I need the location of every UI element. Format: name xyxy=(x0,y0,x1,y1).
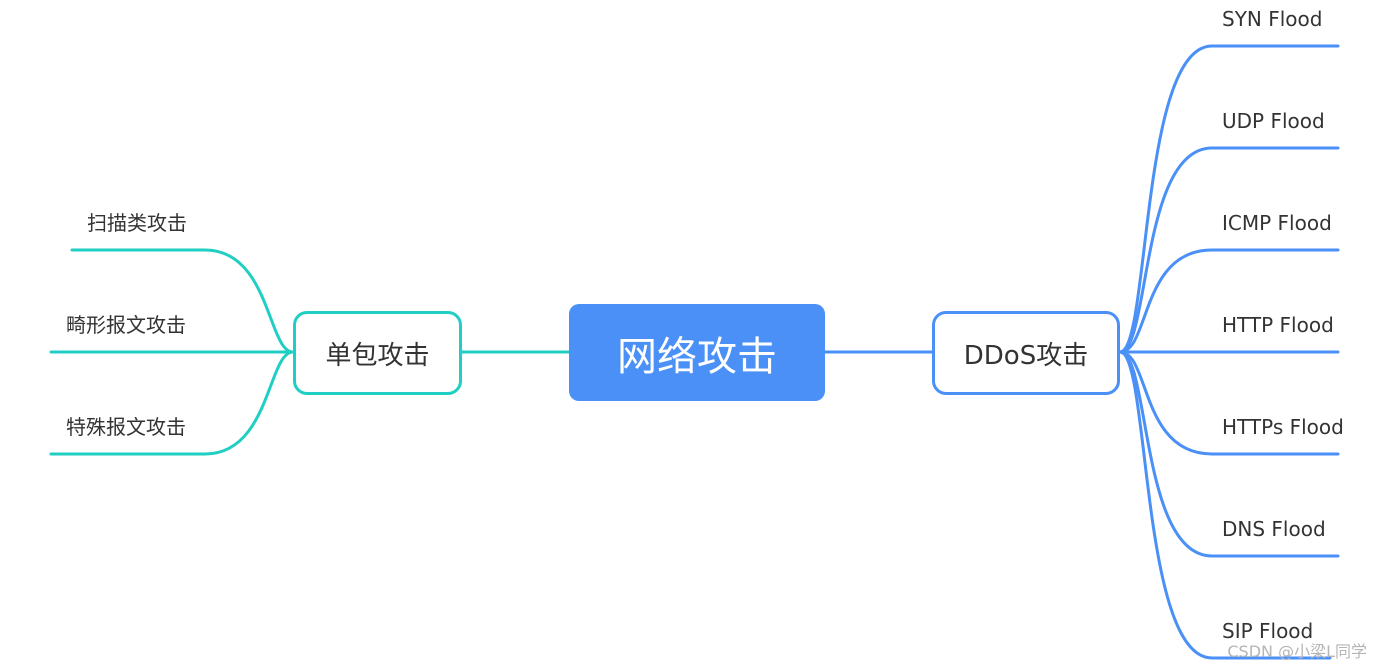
connector-right-leaf-4 xyxy=(1118,350,1340,456)
connector-right-leaf-1 xyxy=(1118,146,1340,354)
root-node[interactable]: 网络攻击 xyxy=(569,304,825,401)
connector-right-leaf-2 xyxy=(1118,248,1340,354)
connector-left-leaf-0 xyxy=(70,248,295,354)
ddos-attack-node[interactable]: DDoS攻击 xyxy=(932,311,1120,395)
left-branch-label: 单包攻击 xyxy=(325,340,430,371)
left-leaf-special[interactable]: 特殊报文攻击 xyxy=(66,415,186,439)
right-leaf-icmp[interactable]: ICMP Flood xyxy=(1222,211,1332,235)
right-leaf-http[interactable]: HTTP Flood xyxy=(1222,313,1334,337)
root-label: 网络攻击 xyxy=(617,333,777,380)
single-packet-attack-node[interactable]: 单包攻击 xyxy=(293,311,462,395)
connector-right-leaf-6 xyxy=(1118,350,1332,660)
connector-right-leaf-0 xyxy=(1118,44,1340,354)
right-leaf-dns[interactable]: DNS Flood xyxy=(1222,517,1326,541)
csdn-watermark: CSDN @小梁L同学 xyxy=(1227,642,1367,661)
right-leaf-sip[interactable]: SIP Flood xyxy=(1222,619,1314,643)
right-leaf-https[interactable]: HTTPs Flood xyxy=(1222,415,1344,439)
connector-right-leaf-5 xyxy=(1118,350,1340,558)
right-branch-label: DDoS攻击 xyxy=(963,340,1089,371)
right-leaf-syn[interactable]: SYN Flood xyxy=(1222,7,1323,31)
left-leaf-scan[interactable]: 扫描类攻击 xyxy=(87,211,187,235)
connector-left-leaf-2 xyxy=(49,350,295,456)
right-leaf-udp[interactable]: UDP Flood xyxy=(1222,109,1325,133)
left-leaf-malformed[interactable]: 畸形报文攻击 xyxy=(66,313,186,337)
